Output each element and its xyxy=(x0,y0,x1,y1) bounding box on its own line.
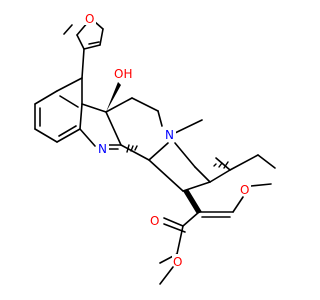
svg-text:N: N xyxy=(165,128,174,142)
svg-text:O: O xyxy=(173,255,182,269)
tertiary-nitrogen-label: N xyxy=(164,127,176,142)
wedge-bond-acrylate xyxy=(183,189,202,214)
wedge-bond-oh xyxy=(106,82,121,112)
ester-oxygen-label: O xyxy=(172,254,184,269)
svg-text:N: N xyxy=(98,142,107,156)
piperidine-ring-a xyxy=(105,97,169,161)
svg-text:O: O xyxy=(240,183,249,197)
svg-text:O: O xyxy=(150,214,159,228)
methoxy-oxygen-label: O xyxy=(239,182,251,197)
ester-carbonyl-oxygen-label: O xyxy=(149,213,161,228)
molecule-structure: O OH N N O O O xyxy=(34,11,276,285)
molecule-canvas: O OH N N O O O xyxy=(34,11,276,285)
hashed-h-bond xyxy=(126,144,138,153)
furan-ring xyxy=(63,21,104,79)
ethyl-group xyxy=(215,154,276,171)
methoxyacrylate-chain xyxy=(159,183,272,264)
furan-oxygen-label: O xyxy=(84,11,96,26)
benzene-ring xyxy=(34,77,83,143)
indolenine-ring xyxy=(79,103,122,150)
hydroxyl-label: OH xyxy=(113,66,135,81)
svg-text:O: O xyxy=(85,12,94,26)
indolenine-nitrogen-label: N xyxy=(97,141,109,156)
svg-text:OH: OH xyxy=(114,67,132,81)
ester-methyl-bond xyxy=(159,266,174,285)
hashed-bond-ethyl xyxy=(213,161,229,169)
piperidine-ring-b xyxy=(148,119,231,192)
